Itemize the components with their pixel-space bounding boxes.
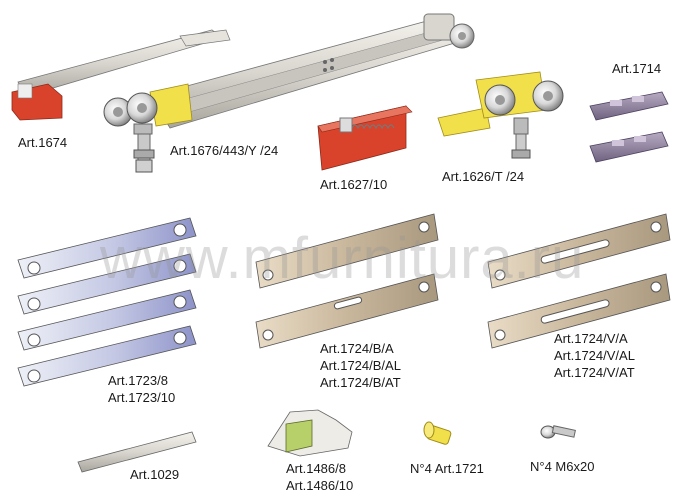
part-1724-b: [255, 213, 439, 349]
label-art-1724-b-a: Art.1724/B/A: [320, 341, 394, 356]
label-art-1723-10: Art.1723/10: [108, 390, 176, 405]
label-art-1714: Art.1714: [612, 61, 662, 76]
label-art-1674: Art.1674: [18, 135, 68, 150]
watermark: www.mfurnitura.ru: [100, 226, 585, 291]
part-1627: [317, 105, 413, 171]
label-art-1029: Art.1029: [130, 467, 180, 482]
part-1714: [589, 91, 669, 163]
part-m6x20: [540, 425, 576, 439]
label-art-1626: Art.1626/T /24: [442, 169, 525, 184]
label-art-1676: Art.1676/443/Y /24: [170, 143, 279, 158]
part-1676: [103, 13, 475, 173]
part-1486: [267, 409, 353, 457]
part-1674: [11, 29, 231, 121]
label-art-1724-v-al: Art.1724/V/AL: [554, 348, 635, 363]
part-1724-v: [487, 213, 671, 349]
label-art-1724-b-at: Art.1724/B/AT: [320, 375, 401, 390]
part-1721: [423, 421, 452, 445]
part-1626: [437, 71, 564, 159]
label-art-1486-8: Art.1486/8: [286, 461, 346, 476]
label-art-1721: N°4 Art.1721: [410, 461, 484, 476]
label-art-1627: Art.1627/10: [320, 177, 388, 192]
label-m6x20: N°4 M6x20: [530, 459, 595, 474]
label-art-1723-8: Art.1723/8: [108, 373, 168, 388]
part-1723: [17, 217, 197, 387]
label-art-1724-v-a: Art.1724/V/A: [554, 331, 628, 346]
label-art-1486-10: Art.1486/10: [286, 478, 354, 493]
label-art-1724-b-al: Art.1724/B/AL: [320, 358, 401, 373]
label-art-1724-v-at: Art.1724/V/AT: [554, 365, 635, 380]
part-1029: [77, 431, 197, 473]
